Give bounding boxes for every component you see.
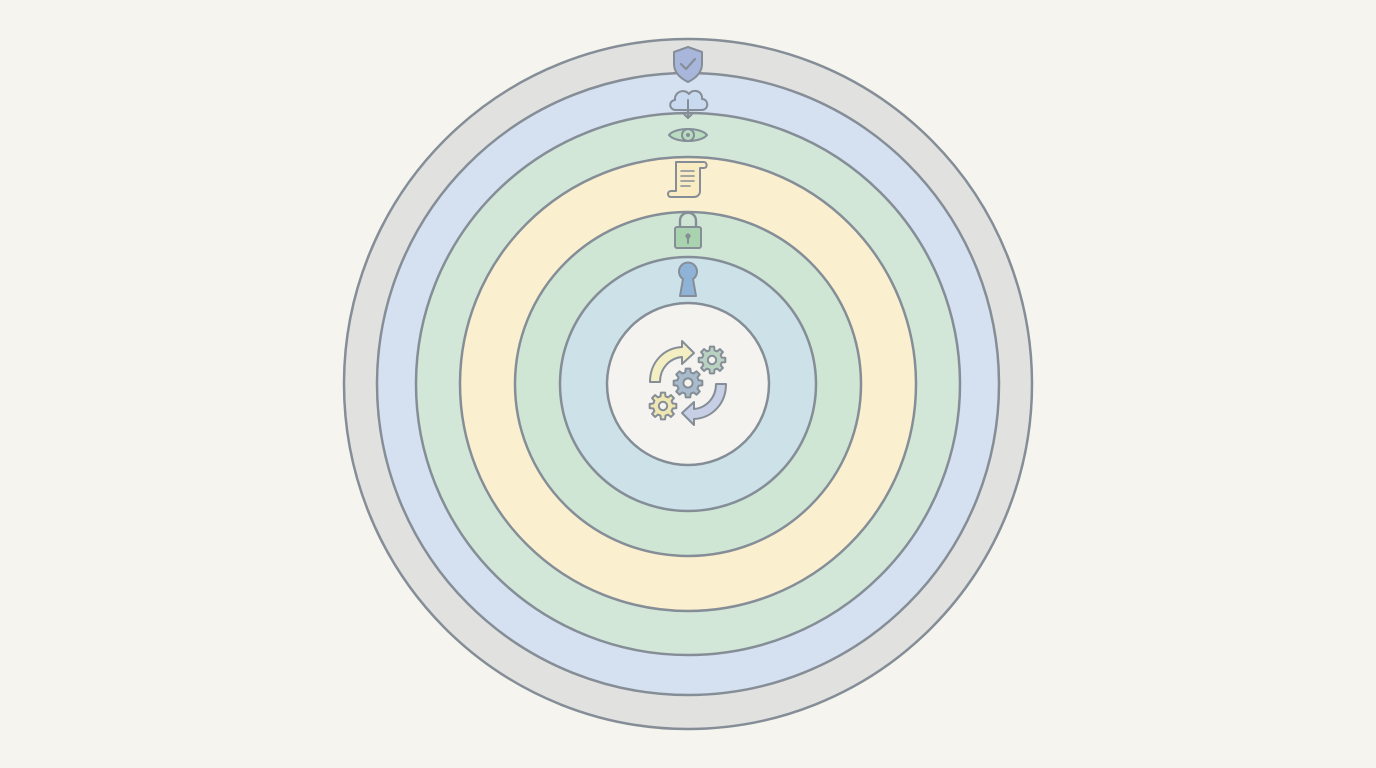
shield-check-icon: [673, 46, 703, 83]
gear-large-hub: [682, 377, 694, 389]
gear-large: [672, 367, 704, 399]
scroll-document-icon: [667, 161, 708, 198]
gear-small-bottom: [648, 391, 678, 421]
gear-small-bottom-hub: [657, 400, 669, 412]
keyhole-icon: [678, 261, 698, 297]
icons-group: [648, 46, 727, 426]
cycle-arrow-bottom: [681, 383, 727, 426]
eye-icon: [668, 128, 708, 142]
padlock-icon: [674, 211, 702, 249]
gears-cycle-icon: [648, 340, 727, 426]
cycle-arrow-top: [649, 340, 695, 383]
gear-small-top-hub: [706, 354, 718, 366]
cloud-download-icon: [669, 89, 709, 119]
gear-small-top: [697, 345, 727, 375]
